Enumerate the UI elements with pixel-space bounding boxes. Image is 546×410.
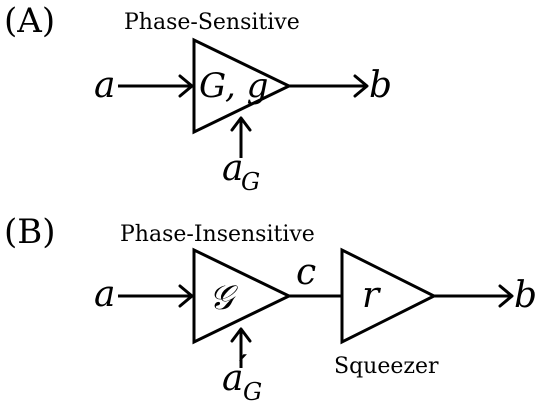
panel-b: (B) Phase-Insensitive a 𝒢 c r Squeezer b… [4, 212, 537, 406]
panel-a-noise-subscript: G [241, 168, 260, 196]
panel-b-squeezer-triangle [340, 247, 438, 345]
panel-a-output-label: b [369, 65, 392, 106]
panel-a-amplifier-triangle [192, 37, 293, 135]
panel-a-noise-label: a [222, 148, 243, 189]
panel-a-label: (A) [4, 1, 55, 41]
panel-b-noise-prime: ′ [239, 349, 247, 390]
panel-a-amplifier-label: G, g [199, 66, 268, 106]
panel-b-intermediate-label: c [296, 252, 316, 293]
panel-b-noise-arrowhead [230, 327, 252, 343]
panel-a-input-label: a [94, 65, 115, 106]
panel-a-input-arrowhead [178, 74, 194, 98]
panel-b-amplifier-label: 𝒢 [209, 278, 238, 318]
panel-a-output-arrowhead [353, 74, 369, 98]
panel-b-caption: Phase-Insensitive [120, 222, 315, 247]
panel-b-noise-label: a [222, 358, 243, 399]
panel-b-squeezer-caption: Squeezer [334, 354, 439, 379]
panel-a-caption: Phase-Sensitive [124, 10, 300, 35]
panel-b-input-arrowhead [178, 284, 194, 308]
panel-b-squeezer-symbol: r [362, 275, 381, 316]
panel-b-output-label: b [514, 275, 537, 316]
panel-a-noise-arrowhead [230, 116, 252, 132]
panel-b-noise-subscript: G [243, 378, 262, 406]
panel-b-amplifier-triangle [192, 247, 293, 345]
panel-b-output-arrowhead [498, 284, 514, 308]
panel-b-input-label: a [94, 274, 115, 315]
panel-b-label: (B) [4, 212, 56, 252]
panel-a: (A) Phase-Sensitive a G, g b a G [4, 1, 392, 196]
